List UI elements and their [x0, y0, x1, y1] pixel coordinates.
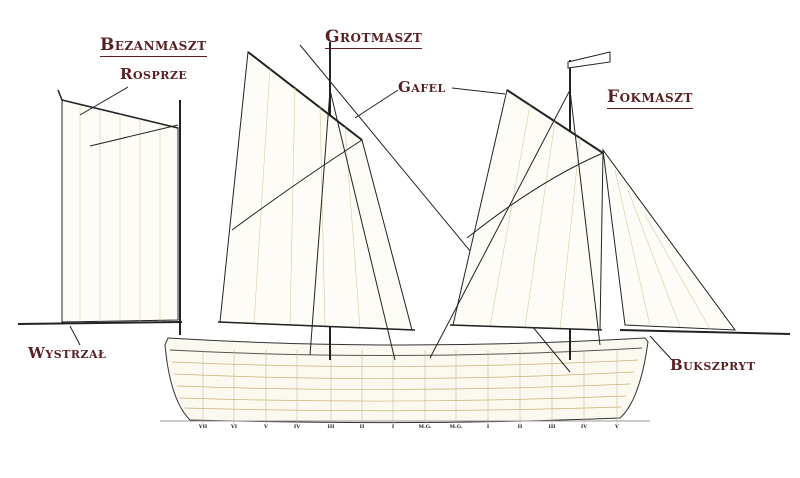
frame-number: V: [615, 424, 619, 430]
frame-number: M.G.: [449, 424, 463, 430]
frame-number: III: [327, 424, 335, 430]
label-bukszpryt: Bukszpryt: [670, 356, 756, 374]
label-grotmaszt: Grotmaszt: [325, 27, 423, 49]
frame-number: IV: [293, 424, 301, 430]
frame-number: II: [517, 424, 523, 430]
label-wystrzal: Wystrzał: [28, 344, 107, 362]
frame-number: M.G.: [418, 424, 432, 430]
label-bezanmaszt: Bezanmaszt: [100, 35, 207, 57]
frame-number: II: [359, 424, 365, 430]
fore-mast-rig: [429, 51, 791, 360]
frame-number: VII: [198, 424, 208, 430]
label-fokmaszt: Fokmaszt: [607, 87, 693, 109]
frame-number: V: [264, 424, 268, 430]
hull: [160, 337, 650, 424]
label-gafel: Gafel: [398, 78, 446, 96]
frame-number: VI: [230, 424, 238, 430]
frame-number: III: [548, 424, 556, 430]
main-mast-rig: [217, 42, 571, 373]
frame-number: IV: [580, 424, 588, 430]
frame-number: I: [391, 424, 395, 430]
mizzen-mast-rig: [17, 89, 183, 335]
label-rosprze: Rosprze: [120, 65, 188, 83]
frame-number: I: [486, 424, 490, 430]
